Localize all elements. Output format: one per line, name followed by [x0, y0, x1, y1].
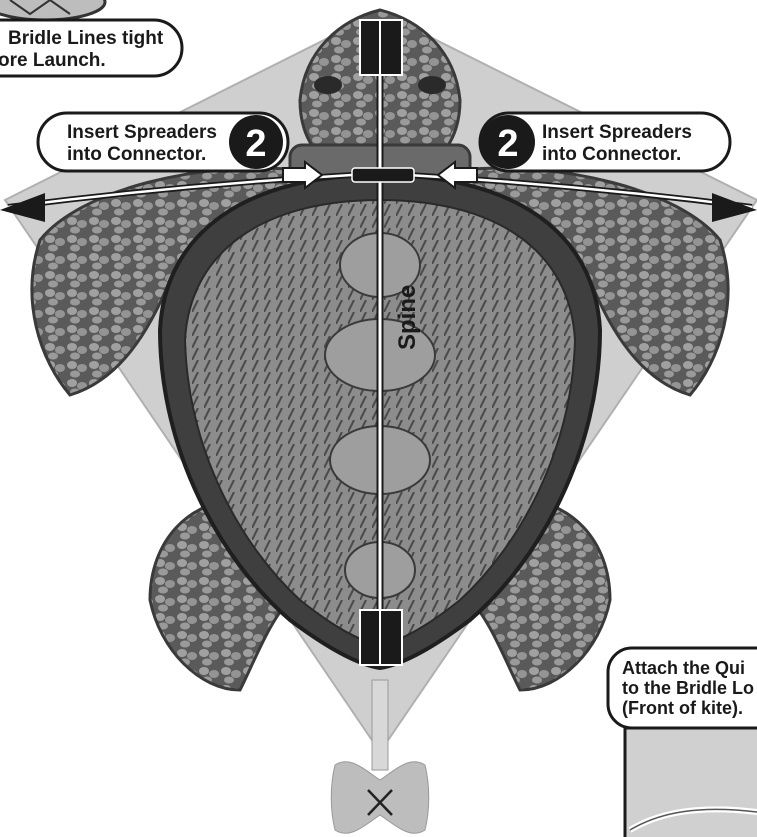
callout-spreader-right-line2: into Connector.: [542, 144, 681, 165]
callout-attach-quick: Attach the Qui to the Bridle Lo (Front o…: [608, 648, 757, 728]
step-number-right: 2: [497, 123, 518, 165]
callout-attach-line3: (Front of kite).: [622, 698, 743, 718]
callout-attach-line2: to the Bridle Lo: [622, 678, 754, 698]
callout-spreader-left-line2: into Connector.: [67, 144, 206, 165]
step-number-left: 2: [245, 123, 266, 165]
callout-spreader-right-line1: Insert Spreaders: [542, 122, 692, 143]
inset-detail-panel: [625, 728, 757, 837]
spine-label: Spine: [394, 285, 421, 350]
callout-attach-line1: Attach the Qui: [622, 658, 745, 678]
callout-spreader-left: Insert Spreaders into Connector. 2: [38, 113, 288, 171]
callout-bridle-line2: ore Launch.: [0, 50, 106, 71]
partial-kite-icon: [0, 0, 105, 20]
callout-spreader-left-line1: Insert Spreaders: [67, 122, 217, 143]
callout-bridle-line1: Bridle Lines tight: [8, 28, 164, 49]
callout-bridle-tight: Bridle Lines tight ore Launch.: [0, 20, 182, 76]
callout-spreader-right: 2 Insert Spreaders into Connector.: [480, 113, 730, 171]
spreader-connector: [352, 168, 414, 182]
